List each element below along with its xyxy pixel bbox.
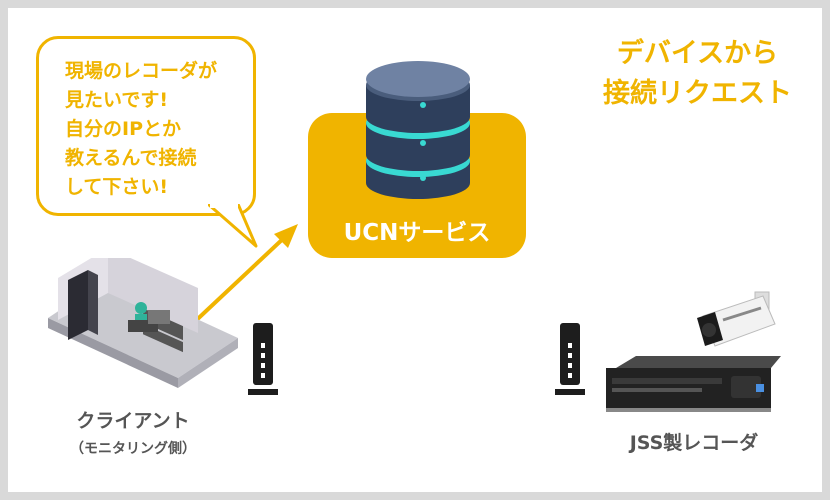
recorder-label: JSS製レコーダ bbox=[629, 432, 759, 454]
bubble-line-5: して下さい! bbox=[65, 176, 169, 198]
bubble-line-4: 教えるんで接続 bbox=[65, 147, 197, 169]
speech-bubble-tail bbox=[208, 204, 258, 248]
database-icon bbox=[366, 61, 470, 199]
router-icon bbox=[555, 323, 585, 395]
server-room-icon bbox=[48, 258, 238, 388]
bubble-line-2: 見たいです! bbox=[65, 89, 169, 111]
request-arrow bbox=[186, 224, 298, 330]
camera-icon bbox=[697, 291, 776, 347]
client-label: クライアント bbox=[76, 410, 190, 432]
speech-bubble: 現場のレコーダが 見たいです! 自分のIPとか 教えるんで接続 して下さい! bbox=[36, 36, 256, 216]
bubble-line-3: 自分のIPとか bbox=[65, 118, 181, 140]
ucn-service-label: UCNサービス bbox=[343, 220, 491, 246]
title-line-1: デバイスから bbox=[616, 38, 779, 69]
router-icon bbox=[248, 323, 278, 395]
title-line-2: 接続リクエスト bbox=[603, 78, 792, 109]
diagram-title: デバイスから 接続リクエスト bbox=[603, 34, 792, 114]
client-sublabel: （モニタリング側） bbox=[70, 441, 196, 457]
diagram-canvas: デバイスから 接続リクエスト 現場のレコーダが 見たいです! 自分のIPとか 教… bbox=[8, 8, 822, 492]
bubble-line-1: 現場のレコーダが bbox=[65, 60, 218, 82]
recorder-icon bbox=[606, 356, 781, 412]
